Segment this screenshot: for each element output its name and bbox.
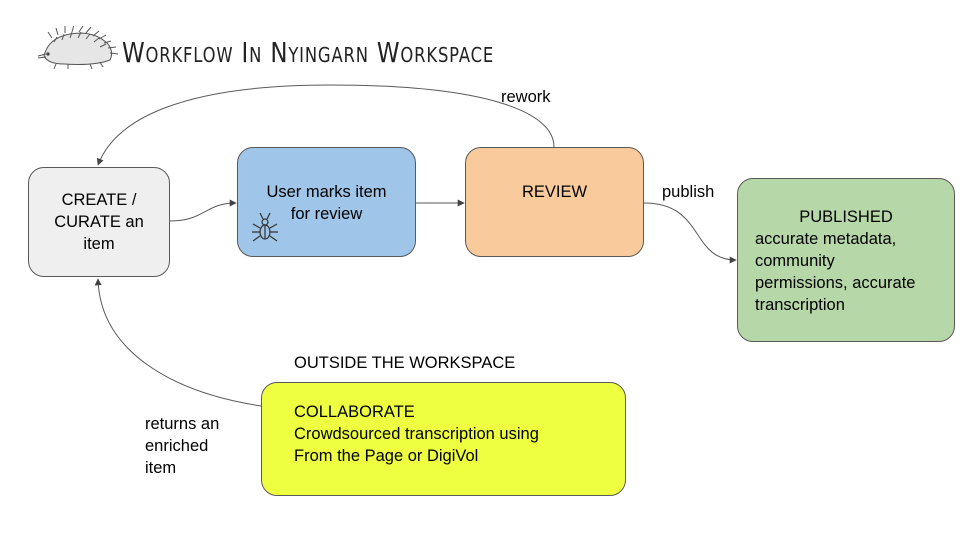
node-text-line: accurate metadata, <box>755 230 897 248</box>
node-text-line: CURATE an <box>54 213 144 231</box>
edge-label-line: enriched <box>145 437 209 455</box>
edge-label-rework: rework <box>501 88 551 106</box>
node-text-line: CREATE / <box>61 191 137 209</box>
edge-label-line: item <box>145 459 177 477</box>
node-text-line: permissions, accurate <box>755 274 916 292</box>
node-text-line: User marks item <box>266 183 387 201</box>
node-text-line: community <box>755 252 835 270</box>
edge-label-line: returns an <box>145 415 220 433</box>
edge-label-returns: returns an enriched item <box>145 413 219 479</box>
region-label-outside: OUTSIDE THE WORKSPACE <box>294 354 516 372</box>
node-text-line: COLLABORATE <box>294 403 415 421</box>
node-collaborate: COLLABORATE Crowdsourced transcription u… <box>261 382 626 496</box>
edge-rework <box>96 84 555 166</box>
edge-returns <box>94 278 262 407</box>
edge-create-to-mark <box>169 199 237 222</box>
node-text-line: REVIEW <box>521 183 588 201</box>
node-create-curate: CREATE / CURATE an item <box>28 167 170 277</box>
bug-icon <box>252 212 278 242</box>
node-text-line: Crowdsourced transcription using <box>294 425 539 443</box>
echidna-icon <box>37 26 118 70</box>
node-heading: PUBLISHED <box>799 208 893 226</box>
node-published: PUBLISHED accurate metadata, community p… <box>737 178 955 342</box>
edge-label-publish: publish <box>662 183 715 201</box>
edge-review-to-published <box>643 202 737 264</box>
diagram-title: Workflow In Nyingarn Workspace <box>122 36 495 69</box>
node-text-line: item <box>83 235 115 253</box>
node-text-line: for review <box>290 205 363 223</box>
node-text-line: transcription <box>755 296 845 314</box>
node-review: REVIEW <box>465 147 644 257</box>
node-text-line: From the Page or DigiVol <box>294 447 479 465</box>
